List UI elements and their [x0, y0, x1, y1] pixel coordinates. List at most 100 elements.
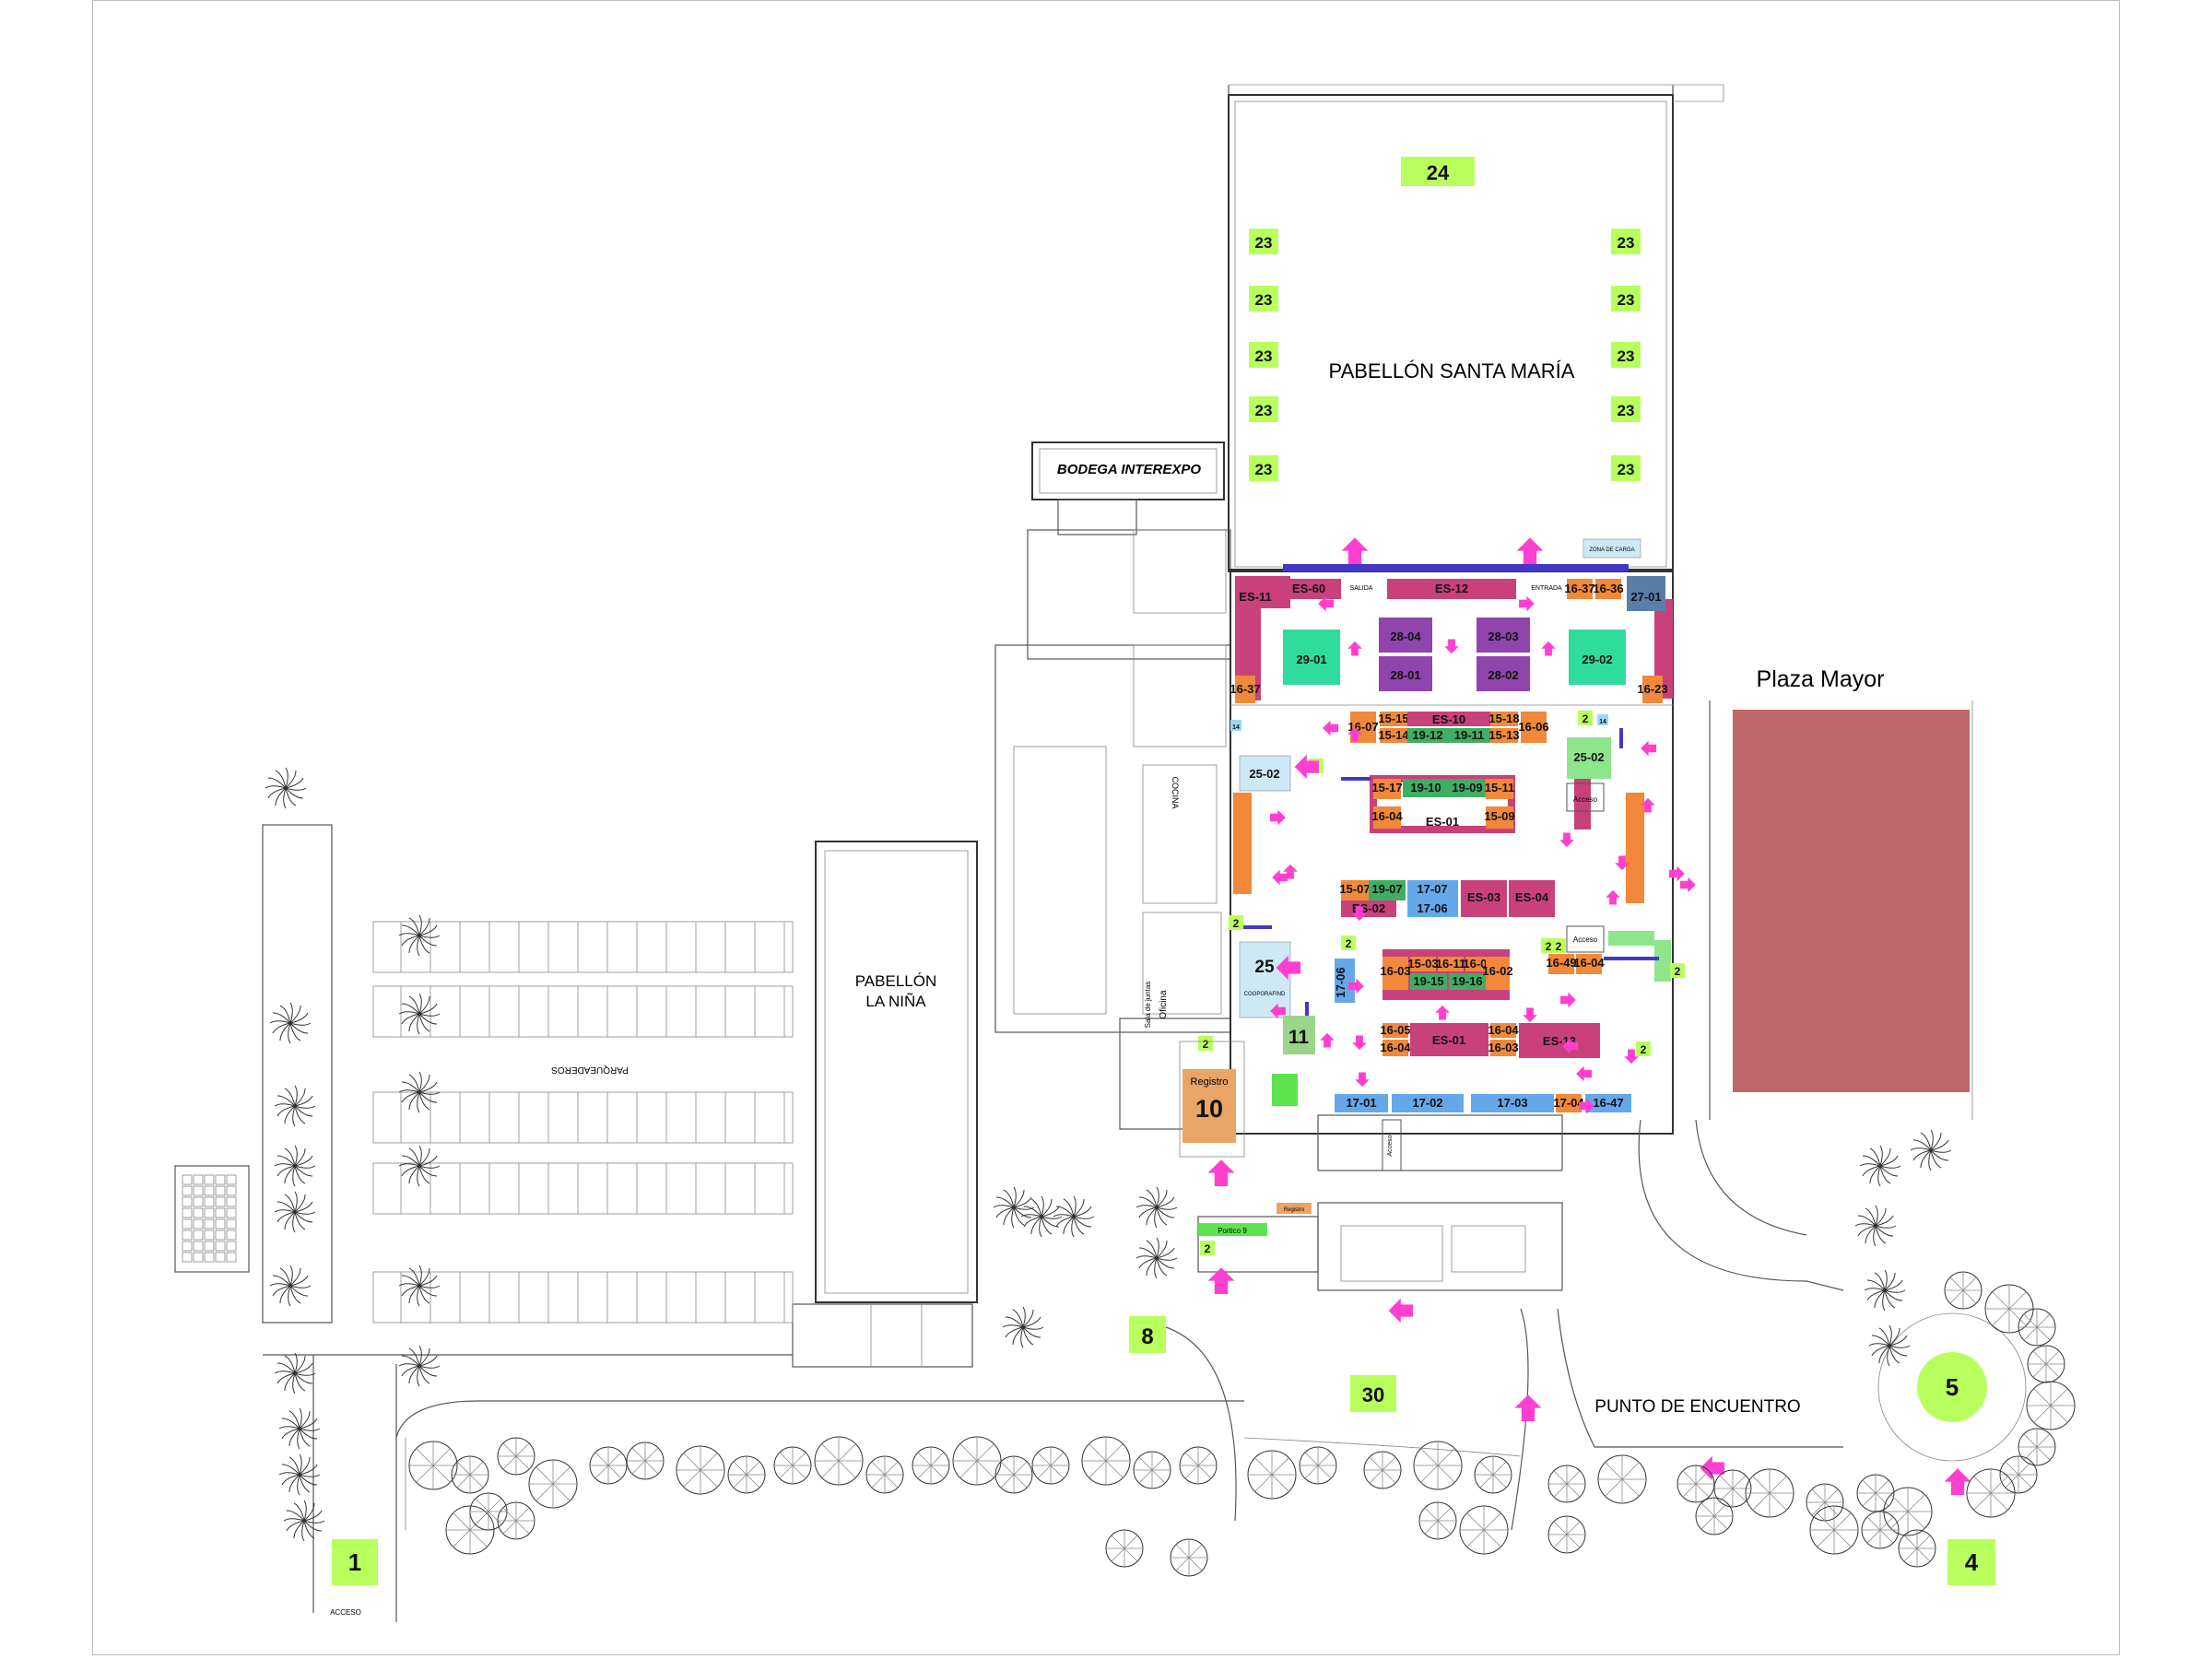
stand-17-04[interactable]: 17-04 — [1553, 1094, 1584, 1112]
stand-16-04[interactable]: 16-04 — [1371, 806, 1403, 829]
stand-19-11[interactable]: 19-11 — [1449, 728, 1490, 743]
stand-15-11[interactable]: 15-11 — [1485, 779, 1515, 799]
portico-9[interactable]: Portico 9 — [1198, 1223, 1267, 1236]
svg-text:23: 23 — [1255, 461, 1273, 478]
tree-canopy-icon — [1597, 1454, 1647, 1504]
stand-es-12[interactable]: ES-12 — [1387, 579, 1516, 599]
stand-15-15[interactable]: 15-15 — [1378, 712, 1409, 726]
stand-es-13[interactable]: ES-13 — [1519, 1023, 1600, 1058]
svg-text:16-04: 16-04 — [1380, 1041, 1411, 1054]
marker-30[interactable]: 30 — [1350, 1375, 1396, 1412]
stand-16-11[interactable]: 16-11 — [1436, 957, 1466, 971]
palm-tree-icon — [1910, 1129, 1952, 1171]
stand-es-60[interactable]: ES-60 — [1277, 579, 1341, 599]
stand-19-10[interactable]: 19-10 — [1403, 779, 1449, 797]
stand-16-03-row5[interactable]: 16-03 — [1488, 1040, 1519, 1056]
marker-14[interactable]: 14 14 — [1230, 714, 1608, 731]
marker-4[interactable]: 4 — [1947, 1539, 1995, 1585]
marker-1[interactable]: 1 ACCESO — [330, 1539, 378, 1617]
svg-text:4: 4 — [1965, 1548, 1979, 1576]
stand-15-17[interactable]: 15-17 — [1371, 779, 1403, 799]
marker-25[interactable]: 25 COOPGRAFIND — [1239, 941, 1291, 1018]
stand-16-06[interactable]: 16-06 — [1518, 712, 1549, 743]
stand-25-02-b[interactable]: 25-02 — [1567, 737, 1611, 779]
stand-es-04[interactable]: ES-04 — [1509, 880, 1555, 917]
cocina-label: COCINA — [1171, 776, 1180, 808]
svg-text:19-11: 19-11 — [1454, 728, 1485, 742]
stand-es-01[interactable]: ES-01 — [1410, 1023, 1488, 1056]
stand-es-03[interactable]: ES-03 — [1461, 880, 1507, 917]
stand-15-07[interactable]: 15-07 — [1339, 880, 1371, 900]
stand-27-01[interactable]: 27-01 — [1627, 576, 1665, 611]
stand-28-04[interactable]: 28-04 — [1379, 618, 1432, 653]
marker-2-box-8 — [1200, 1241, 1215, 1255]
stand-17-01[interactable]: 17-01 — [1335, 1094, 1388, 1112]
stand-28-01[interactable]: 28-01 — [1379, 656, 1432, 691]
stand-es-02[interactable]: ES-02 — [1341, 900, 1396, 917]
palm-tree-icon — [1135, 1237, 1178, 1279]
registro-small[interactable]: Registro — [1277, 1203, 1312, 1214]
marker-5[interactable]: 5 — [1877, 1312, 2027, 1462]
marker-24[interactable]: 24 — [1401, 157, 1475, 186]
stand-15-13[interactable]: 15-13 — [1488, 728, 1520, 743]
stand-19-16[interactable]: 19-16 — [1449, 973, 1486, 990]
stand-16-23[interactable]: 16-23 — [1637, 676, 1668, 703]
tree-canopy-icon — [1883, 1487, 1933, 1536]
stand-16-47[interactable]: 16-47 — [1585, 1094, 1631, 1112]
stand-17-02[interactable]: 17-02 — [1392, 1094, 1464, 1112]
stand-19-07[interactable]: 19-07 — [1369, 880, 1406, 900]
stand-17-06-vertical[interactable]: 17-06 — [1334, 959, 1355, 1003]
svg-text:19-15: 19-15 — [1413, 974, 1443, 988]
svg-text:16-36: 16-36 — [1593, 582, 1623, 595]
svg-text:16-03: 16-03 — [1488, 1041, 1518, 1054]
svg-text:16-04: 16-04 — [1573, 956, 1605, 970]
stand-16-49[interactable]: 16-49 — [1546, 954, 1577, 974]
stand-16-04-row5b[interactable]: 16-04 — [1488, 1023, 1519, 1038]
arrow-icon — [1388, 1298, 1414, 1324]
marker-2-label-4: 2 — [1203, 1038, 1209, 1051]
stand-17-06[interactable]: 17-06 — [1407, 900, 1458, 917]
stand-15-03[interactable]: 15-03 — [1407, 957, 1439, 971]
stand-16-04-row5[interactable]: 16-04 — [1380, 1040, 1411, 1056]
svg-text:15-07: 15-07 — [1339, 882, 1370, 896]
svg-text:15-09: 15-09 — [1484, 809, 1514, 823]
stand-29-02[interactable]: 29-02 — [1569, 629, 1626, 685]
stand-es-10[interactable]: ES-10 — [1407, 712, 1490, 726]
marker-2-label-3: 2 — [1346, 937, 1352, 950]
stand-16-04-right[interactable]: 16-04 — [1573, 954, 1605, 974]
stand-16-02[interactable]: 16-02 — [1482, 957, 1513, 990]
registro-10[interactable]: Registro 10 — [1182, 1069, 1236, 1143]
stand-19-09[interactable]: 19-09 — [1449, 779, 1486, 797]
stand-25-02[interactable]: 25-02 — [1239, 755, 1291, 792]
markers-23-right[interactable]: 23 23 23 23 23 — [1611, 229, 1641, 481]
markers-23-left[interactable]: 23 23 23 23 23 — [1249, 229, 1278, 481]
stand-16-36[interactable]: 16-36 — [1593, 579, 1624, 599]
stand-19-12[interactable]: 19-12 — [1407, 728, 1449, 743]
stand-es-01-ring[interactable]: ES-01 — [1426, 815, 1459, 829]
map-frame — [92, 0, 2120, 1655]
stand-16-05[interactable]: 16-05 — [1380, 1023, 1411, 1038]
arrow-icon — [1347, 641, 1362, 656]
stand-16-37[interactable]: 16-37 — [1564, 579, 1595, 599]
markers-2[interactable]: 2222222222 — [1198, 711, 1685, 1255]
tree-canopy-icon — [865, 1455, 904, 1494]
marker-2-label-2: 2 — [1233, 917, 1240, 930]
stand-15-09[interactable]: 15-09 — [1484, 806, 1515, 829]
stand-16-03[interactable]: 16-03 — [1380, 957, 1411, 990]
plaza-mayor-label: Plaza Mayor — [1757, 666, 1885, 692]
svg-text:14: 14 — [1599, 719, 1606, 725]
marker-11[interactable]: 11 — [1283, 1016, 1315, 1054]
stand-28-02[interactable]: 28-02 — [1477, 656, 1530, 691]
stand-15-18[interactable]: 15-18 — [1488, 712, 1520, 726]
stand-15-14[interactable]: 15-14 — [1378, 728, 1409, 743]
palm-tree-icon — [1868, 1324, 1911, 1367]
stand-28-03[interactable]: 28-03 — [1477, 618, 1530, 653]
marker-8[interactable]: 8 — [1129, 1316, 1166, 1353]
stand-29-01[interactable]: 29-01 — [1283, 629, 1340, 685]
stand-19-15[interactable]: 19-15 — [1410, 973, 1447, 990]
stand-16-37-side[interactable]: 16-37 — [1230, 676, 1261, 703]
stand-es-11[interactable]: ES-11 — [1239, 590, 1271, 604]
stand-17-03[interactable]: 17-03 — [1471, 1094, 1554, 1112]
stand-17-07[interactable]: 17-07 — [1407, 880, 1458, 900]
tree-canopy-icon — [1105, 1529, 1144, 1568]
